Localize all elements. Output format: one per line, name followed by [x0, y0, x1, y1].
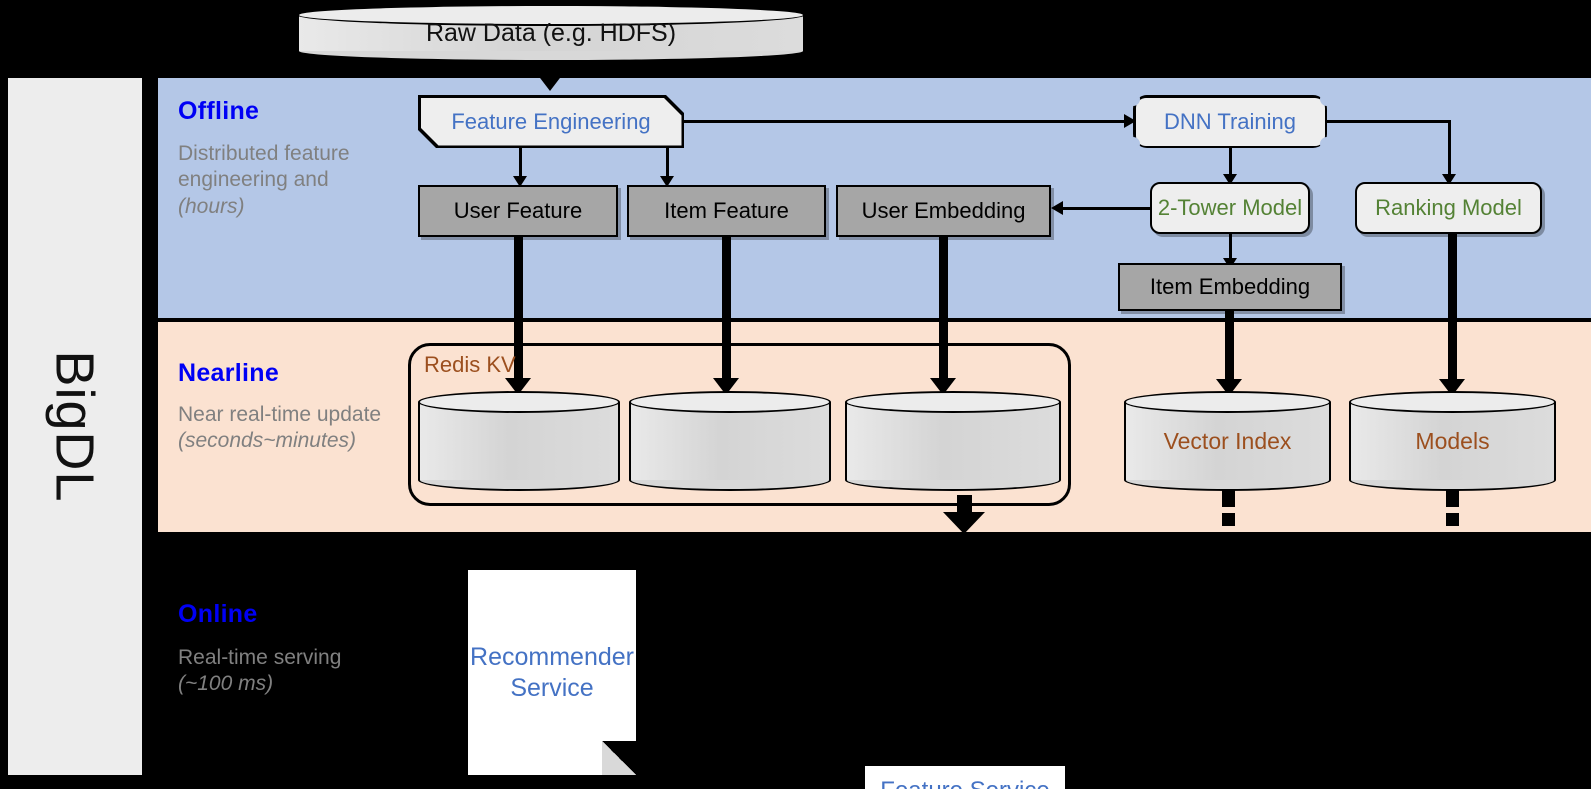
raw-data-cylinder: Raw Data (e.g. HDFS)	[297, 4, 805, 62]
connector-fe-dnn	[684, 120, 1124, 123]
dnn-notch-tr	[1320, 92, 1334, 106]
cylinder-top	[1349, 391, 1556, 413]
item-embedding-box[interactable]: Item Embedding	[1118, 263, 1342, 311]
vector-index-cylinder: Vector Index	[1124, 391, 1331, 491]
cylinder-top	[629, 391, 831, 413]
arrowhead-fe-userfeature	[513, 176, 527, 187]
kv-cylinder-item-feature	[629, 391, 831, 491]
connector-stub-models-2	[1446, 513, 1459, 526]
cylinder-top	[418, 391, 620, 413]
cylinder-body	[1349, 402, 1556, 480]
pipe-item-embedding	[1225, 311, 1234, 383]
connector-stub-models-1	[1446, 489, 1459, 507]
arrowhead-fe-itemfeature	[660, 176, 674, 187]
online-subtitle-text: Real-time serving	[178, 646, 342, 669]
recommender-service-card[interactable]: Recommender Service	[468, 570, 636, 775]
cylinder-body	[845, 402, 1061, 480]
arrowhead-dnn-ranking	[1442, 174, 1456, 185]
ranking-model-label: Ranking Model	[1375, 195, 1522, 220]
ranking-model-box[interactable]: Ranking Model	[1355, 182, 1542, 234]
feature-engineering-box[interactable]: Feature Engineering	[421, 98, 682, 146]
dnn-training-label: DNN Training	[1163, 108, 1297, 134]
nearline-subtitle-italic: (seconds~minutes)	[178, 429, 356, 453]
connector-rawdata-fe	[549, 62, 552, 78]
feature-engineering-label: Feature Engineering	[451, 108, 651, 134]
cylinder-body	[629, 402, 831, 480]
connector-dnn-ranking-h	[1327, 120, 1451, 123]
pipe-item-feature	[722, 237, 731, 382]
connector-twotower-userembedding	[1063, 207, 1150, 210]
online-subtitle-italic: (~100 ms)	[178, 672, 274, 696]
connector-fe-userfeature	[519, 148, 522, 178]
user-embedding-label: User Embedding	[861, 198, 1026, 223]
pipe-ranking-model	[1448, 234, 1457, 383]
offline-title: Offline	[178, 97, 260, 125]
connector-stub-feature-service	[957, 495, 972, 513]
connector-stub-vector-index-2	[1222, 513, 1235, 526]
nearline-title: Nearline	[178, 359, 280, 387]
connector-dnn-twotower	[1229, 148, 1232, 176]
models-label: Models	[1415, 427, 1490, 454]
feature-service-card[interactable]: Feature Service	[865, 766, 1065, 789]
feature-service-label: Feature Service	[880, 776, 1049, 789]
arrowhead-rawdata-fe	[537, 74, 563, 91]
bigdl-rail: BigDL	[8, 78, 142, 775]
cylinder-body	[1124, 402, 1331, 480]
arrowhead-twotower-userembedding	[1051, 201, 1063, 215]
nearline-subtitle-text: Near real-time update	[178, 403, 382, 426]
item-embedding-label: Item Embedding	[1149, 274, 1311, 299]
redis-kv-label: Redis KV	[424, 352, 516, 377]
pipe-user-feature	[514, 237, 523, 382]
offline-subtitle-text: Distributed feature engineering and	[178, 142, 350, 192]
user-feature-label: User Feature	[453, 198, 583, 223]
kv-cylinder-user-embedding	[845, 391, 1061, 491]
vector-index-label: Vector Index	[1163, 427, 1292, 454]
connector-dnn-ranking-v	[1448, 120, 1451, 176]
two-tower-model-box[interactable]: 2-Tower Model	[1150, 182, 1310, 234]
user-embedding-box[interactable]: User Embedding	[836, 185, 1051, 237]
arrowhead-nearline-feature-service	[943, 512, 985, 534]
cylinder-top	[1124, 391, 1331, 413]
dnn-notch-bl	[1126, 137, 1140, 151]
arrowhead-dnn-twotower	[1223, 174, 1237, 185]
cylinder-top	[297, 4, 805, 26]
kv-cylinder-user-feature	[418, 391, 620, 491]
dnn-notch-br	[1320, 137, 1334, 151]
page-fold-icon	[602, 741, 636, 775]
cylinder-body	[418, 402, 620, 480]
connector-fe-itemfeature	[666, 148, 669, 178]
redis-kv-group	[408, 343, 1071, 506]
two-tower-model-label: 2-Tower Model	[1157, 195, 1303, 220]
models-cylinder: Models	[1349, 391, 1556, 491]
dnn-notch-tl	[1126, 92, 1140, 106]
user-feature-box[interactable]: User Feature	[418, 185, 618, 237]
dnn-training-box[interactable]: DNN Training	[1135, 97, 1325, 146]
connector-stub-vector-index-1	[1222, 489, 1235, 507]
band-online	[158, 538, 1591, 789]
online-title: Online	[178, 600, 258, 628]
raw-data-label: Raw Data (e.g. HDFS)	[425, 18, 677, 47]
cylinder-top	[845, 391, 1061, 413]
offline-subtitle-italic: (hours)	[178, 194, 245, 218]
nearline-subtitle: Near real-time update (seconds~minutes)	[178, 402, 408, 455]
recommender-service-label: Recommender Service	[470, 643, 634, 702]
item-feature-box[interactable]: Item Feature	[627, 185, 826, 237]
item-feature-label: Item Feature	[664, 198, 789, 223]
offline-subtitle: Distributed feature engineering and (hou…	[178, 141, 393, 220]
connector-twotower-itemembedding	[1229, 234, 1232, 260]
online-subtitle: Real-time serving (~100 ms)	[178, 645, 383, 698]
pipe-user-embedding	[939, 237, 948, 382]
